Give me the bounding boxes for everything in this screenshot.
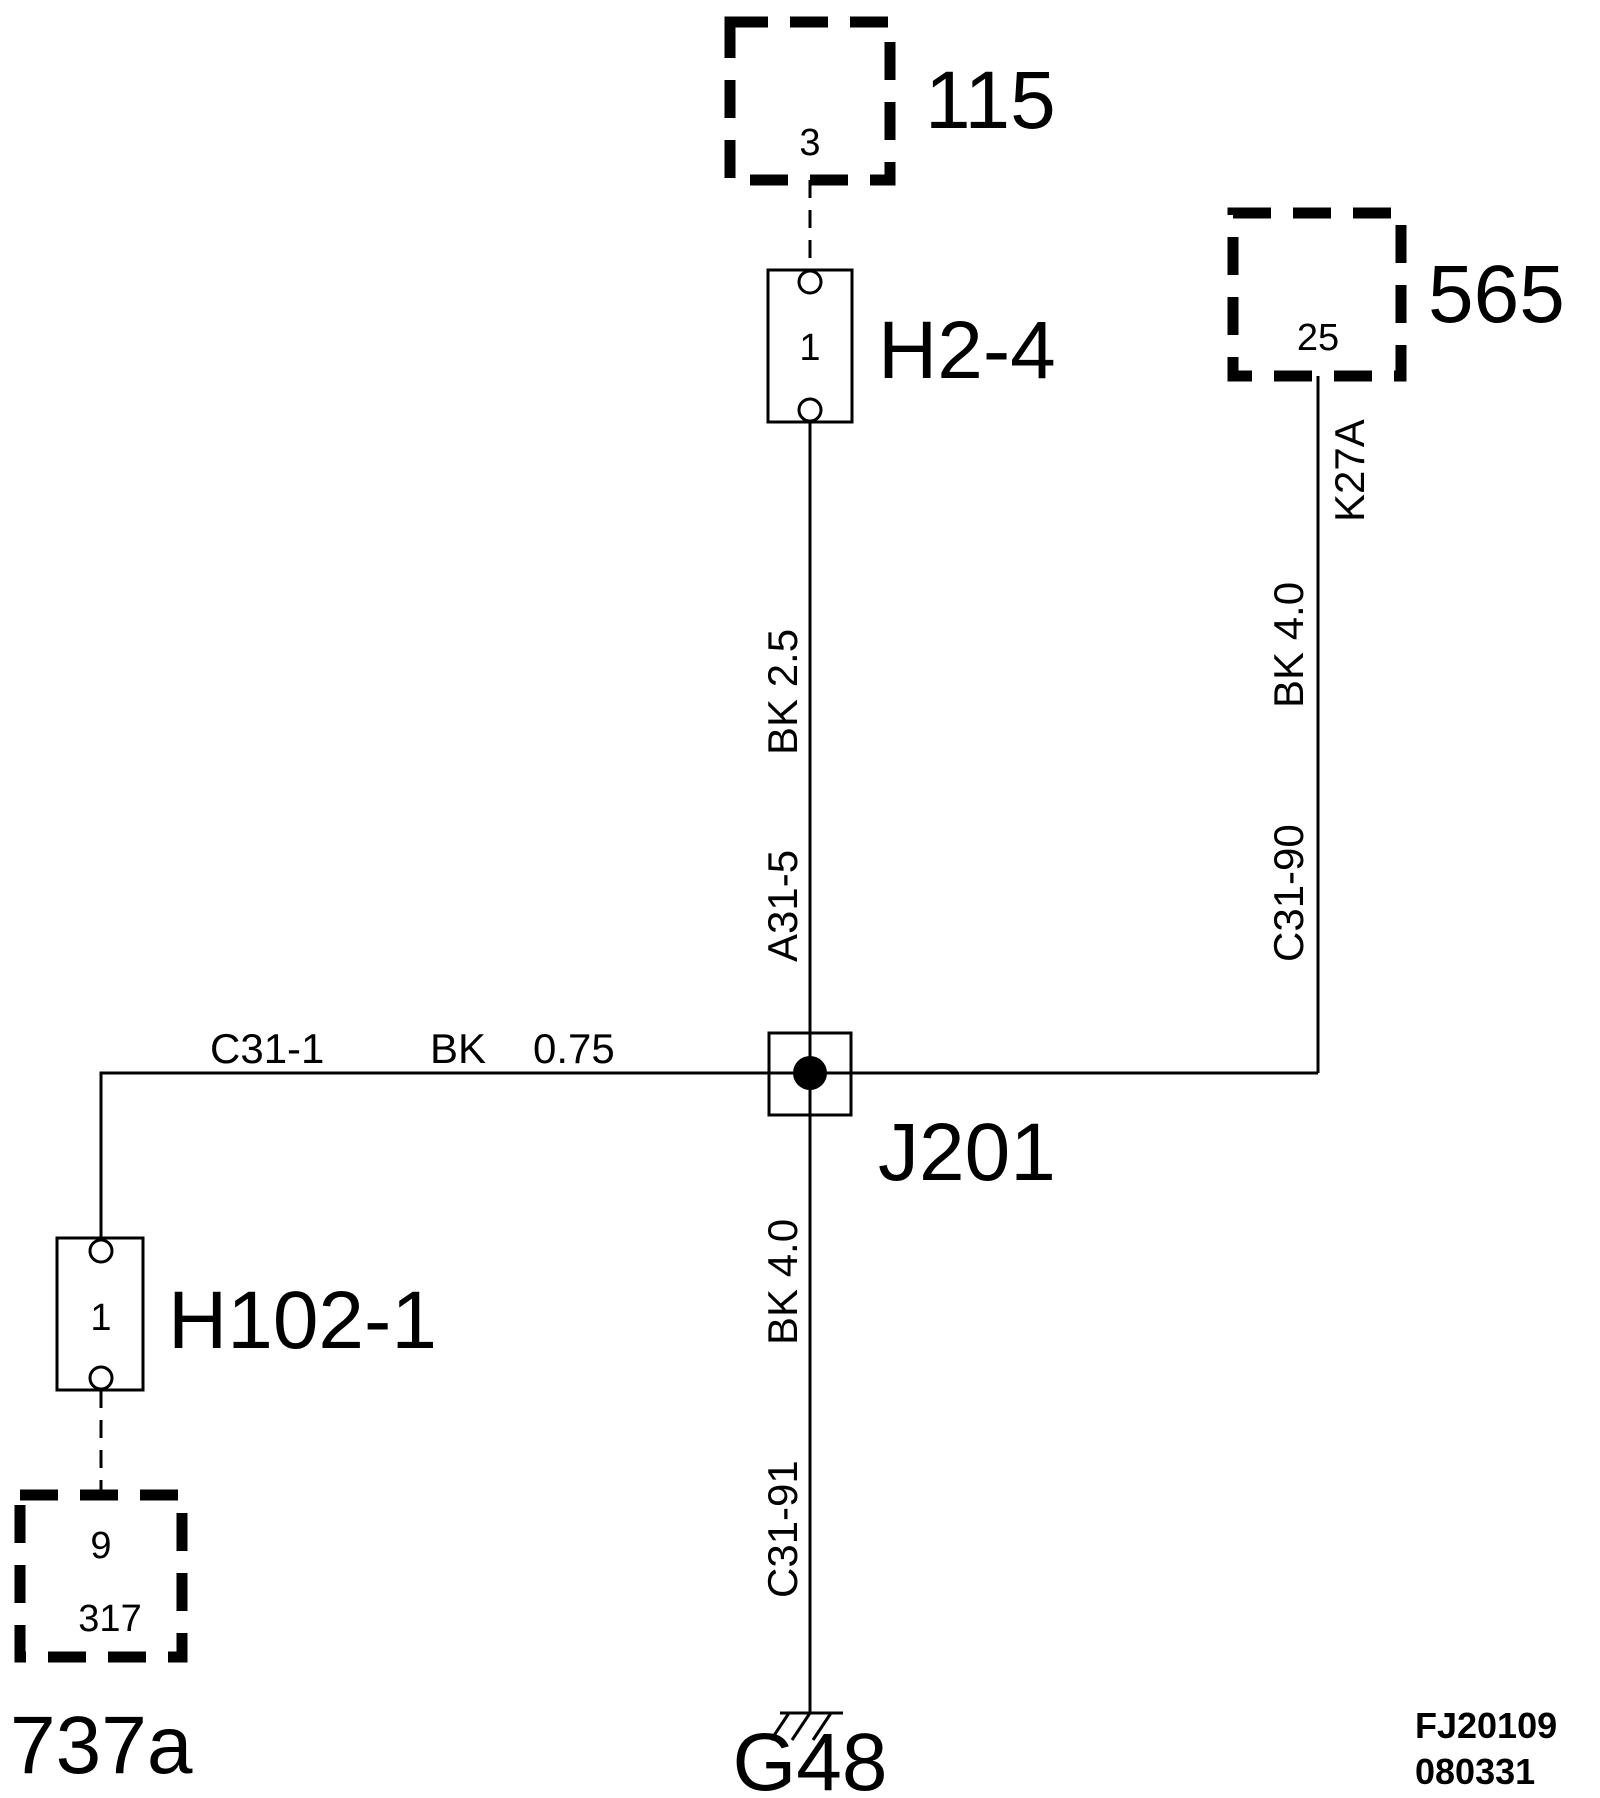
- module-565-label: 565: [1428, 249, 1565, 340]
- wire-c31-1-color: BK: [430, 1025, 486, 1072]
- connector-h102-1-pin: 1: [90, 1297, 111, 1339]
- wire-a31-5-circuit: A31-5: [759, 850, 806, 962]
- ground-hatch-1: [769, 1712, 791, 1741]
- module-737a-label: 737a: [10, 1700, 193, 1791]
- splice-j201: J201: [767, 1031, 1056, 1198]
- wire-c31-91-circuit: C31-91: [759, 1460, 806, 1598]
- doc-reference-line2: 080331: [1415, 1751, 1535, 1792]
- ground-g48-label: G48: [733, 1717, 888, 1798]
- wire-c31-91-spec: BK 4.0: [759, 1219, 806, 1345]
- splice-j201-dot: [793, 1056, 827, 1090]
- module-115-pin: 3: [799, 122, 820, 164]
- wire-c31-1-circuit: C31-1: [210, 1025, 324, 1072]
- module-737a: 9 317 737a: [10, 1489, 193, 1791]
- connector-h2-4: 1 H2-4: [766, 268, 1056, 424]
- connector-h2-4-pin: 1: [799, 327, 820, 369]
- connector-h2-4-pin-bottom: [797, 397, 823, 423]
- connector-h2-4-body: [766, 268, 854, 424]
- connector-h2-4-pin-top: [797, 269, 823, 295]
- wire-c31-1-size: 0.75: [533, 1025, 615, 1072]
- module-115-label: 115: [925, 55, 1056, 146]
- module-737a-pin: 9: [90, 1525, 111, 1567]
- wire-a31-5-spec: BK 2.5: [759, 629, 806, 755]
- connector-h102-1-pin-bottom: [88, 1365, 114, 1391]
- connector-h102-1-pin-top: [88, 1238, 114, 1264]
- module-115: 3 115: [724, 16, 1056, 186]
- module-565: 25 565: [1227, 207, 1565, 382]
- wire-c31-90-tag: K27A: [1326, 419, 1373, 522]
- connector-h102-1-label: H102-1: [168, 1275, 437, 1366]
- wire-c31-1: [99, 1071, 810, 1242]
- doc-reference-line1: FJ20109: [1415, 1705, 1557, 1746]
- ground-g48: G48: [733, 1711, 888, 1798]
- module-737a-box: [14, 1489, 188, 1663]
- connector-h2-4-label: H2-4: [878, 305, 1056, 396]
- splice-j201-label: J201: [878, 1107, 1056, 1198]
- ground-hatch-2: [790, 1712, 812, 1741]
- doc-reference: FJ20109 080331: [1415, 1705, 1557, 1792]
- module-565-box: [1227, 207, 1407, 382]
- wire-c31-90-spec: BK 4.0: [1265, 582, 1312, 708]
- ground-hatch-3: [811, 1712, 833, 1741]
- module-737a-sub: 317: [78, 1598, 141, 1640]
- module-565-pin: 25: [1297, 317, 1339, 359]
- wire-c31-90-circuit: C31-90: [1265, 824, 1312, 962]
- connector-h102-1: 1 H102-1: [55, 1236, 437, 1392]
